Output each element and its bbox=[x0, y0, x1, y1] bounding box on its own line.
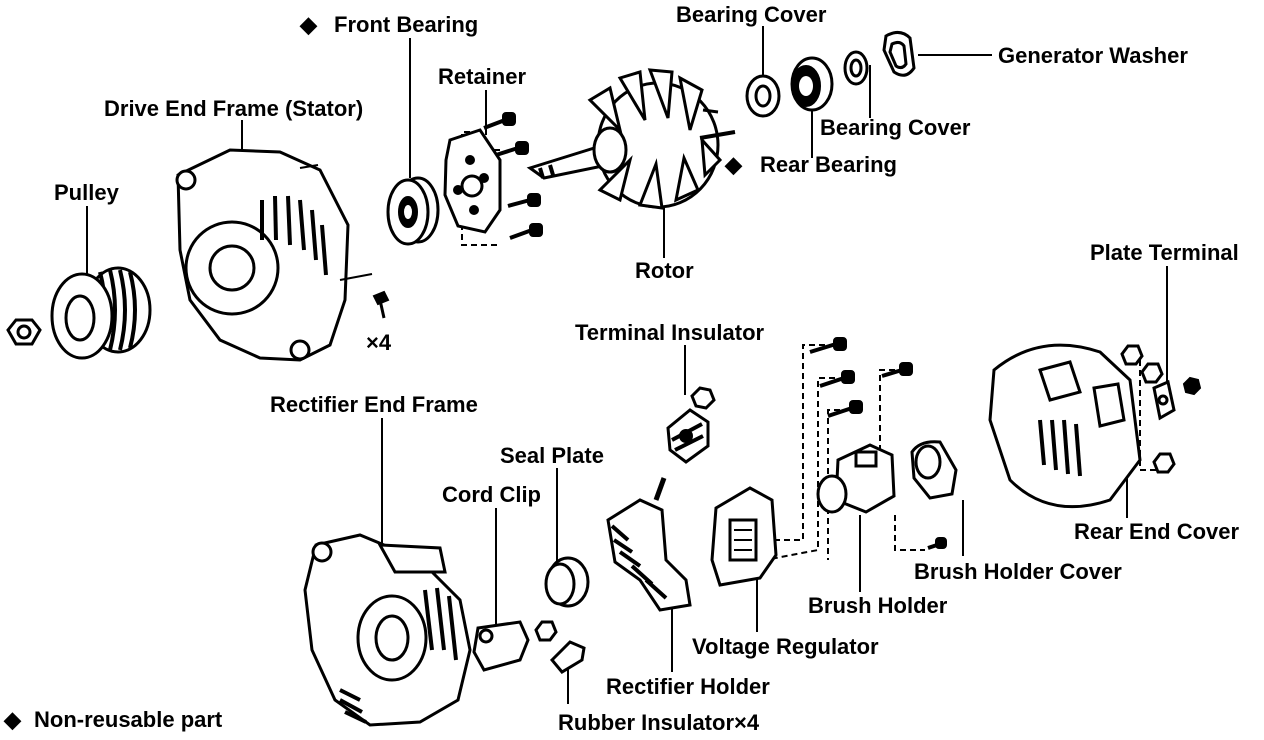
rectifier-holder-part bbox=[606, 477, 692, 612]
terminal-insulator-part bbox=[666, 386, 716, 464]
label-bearing-cover-right: Bearing Cover bbox=[820, 115, 971, 140]
retainer-screws bbox=[483, 112, 543, 240]
voltage-regulator-part bbox=[710, 486, 778, 587]
brush-holder-part bbox=[816, 443, 896, 514]
rear-cover-nuts bbox=[1120, 344, 1176, 474]
brush-holder-cover-part bbox=[910, 440, 958, 500]
seal-plate-part bbox=[544, 556, 590, 608]
non-reusable-markers: ◆ ◆ ◆ bbox=[3, 12, 743, 732]
cord-clip-part bbox=[472, 620, 530, 672]
label-rotor: Rotor bbox=[635, 258, 694, 283]
label-rear-bearing: Rear Bearing bbox=[760, 152, 897, 177]
rear-bearing-part bbox=[790, 56, 834, 112]
label-front-bearing: Front Bearing bbox=[334, 12, 478, 37]
label-pulley: Pulley bbox=[54, 180, 120, 205]
rotor-part bbox=[526, 68, 736, 210]
rear-end-cover-part bbox=[988, 343, 1142, 509]
front-bearing-part bbox=[386, 176, 440, 246]
label-retainer: Retainer bbox=[438, 64, 526, 89]
part-labels: Front Bearing Bearing Cover Generator Wa… bbox=[34, 2, 1239, 735]
label-drive-end-frame: Drive End Frame (Stator) bbox=[104, 96, 363, 121]
front-bearing-marker: ◆ bbox=[299, 12, 318, 37]
label-brush-holder: Brush Holder bbox=[808, 593, 948, 618]
label-rectifier-holder: Rectifier Holder bbox=[606, 674, 770, 699]
pulley-part bbox=[50, 266, 152, 360]
label-rubber-insulator: Rubber Insulator×4 bbox=[558, 710, 760, 735]
regulator-screws bbox=[809, 337, 947, 550]
leader-lines bbox=[86, 26, 1168, 704]
legend-marker: ◆ bbox=[3, 707, 22, 732]
label-cord-clip: Cord Clip bbox=[442, 482, 541, 507]
pulley-nut bbox=[6, 318, 42, 346]
bearing-cover-top-part bbox=[745, 74, 781, 118]
label-generator-washer: Generator Washer bbox=[998, 43, 1188, 68]
bolt-x4-part bbox=[372, 290, 390, 319]
label-rectifier-end-frame: Rectifier End Frame bbox=[270, 392, 478, 417]
label-times-four-bolts: ×4 bbox=[366, 330, 392, 355]
drive-end-frame-part bbox=[175, 148, 373, 362]
generator-washer-part bbox=[882, 31, 916, 77]
label-brush-holder-cover: Brush Holder Cover bbox=[914, 559, 1122, 584]
label-rear-end-cover: Rear End Cover bbox=[1074, 519, 1239, 544]
bearing-cover-right-part bbox=[843, 50, 869, 86]
rear-bearing-marker: ◆ bbox=[724, 152, 743, 177]
label-voltage-regulator: Voltage Regulator bbox=[692, 634, 879, 659]
rectifier-end-frame-part bbox=[303, 533, 472, 727]
rubber-insulator-part bbox=[549, 640, 586, 674]
legend-non-reusable-part: Non-reusable part bbox=[34, 707, 223, 732]
plate-terminal-part bbox=[1152, 376, 1202, 421]
label-bearing-cover-top: Bearing Cover bbox=[676, 2, 827, 27]
label-terminal-insulator: Terminal Insulator bbox=[575, 320, 765, 345]
label-plate-terminal: Plate Terminal bbox=[1090, 240, 1239, 265]
retainer-part bbox=[443, 128, 502, 234]
cord-clip-nut bbox=[534, 620, 558, 642]
label-seal-plate: Seal Plate bbox=[500, 443, 604, 468]
